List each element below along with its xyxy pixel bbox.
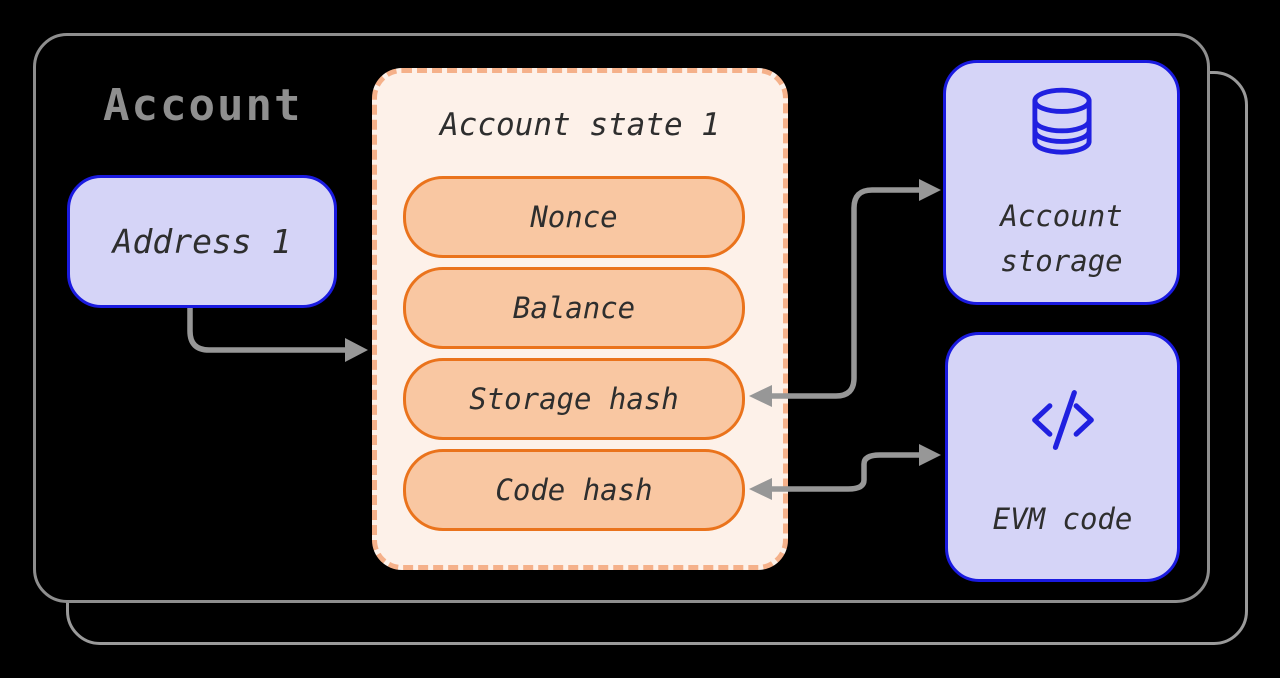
balance-field: Balance — [403, 267, 745, 349]
address-node: Address 1 — [67, 175, 337, 308]
account-state-box: Account state 1 Nonce Balance Storage ha… — [372, 68, 788, 570]
code-icon — [1023, 387, 1103, 460]
nonce-label: Nonce — [530, 200, 618, 234]
address-label: Address 1 — [112, 222, 292, 261]
account-storage-node: Account storage — [943, 60, 1180, 305]
code-hash-label: Code hash — [495, 473, 653, 507]
storage-hash-label: Storage hash — [469, 382, 679, 416]
nonce-field: Nonce — [403, 176, 745, 258]
evm-code-node: EVM code — [945, 332, 1180, 582]
diagram-title: Account — [103, 80, 303, 131]
code-hash-field: Code hash — [403, 449, 745, 531]
balance-label: Balance — [512, 291, 636, 325]
database-icon — [1031, 87, 1093, 172]
storage-hash-field: Storage hash — [403, 358, 745, 440]
account-state-title: Account state 1 — [440, 107, 720, 143]
account-storage-label: Account storage — [1000, 199, 1123, 278]
evm-code-label: EVM code — [992, 502, 1133, 536]
